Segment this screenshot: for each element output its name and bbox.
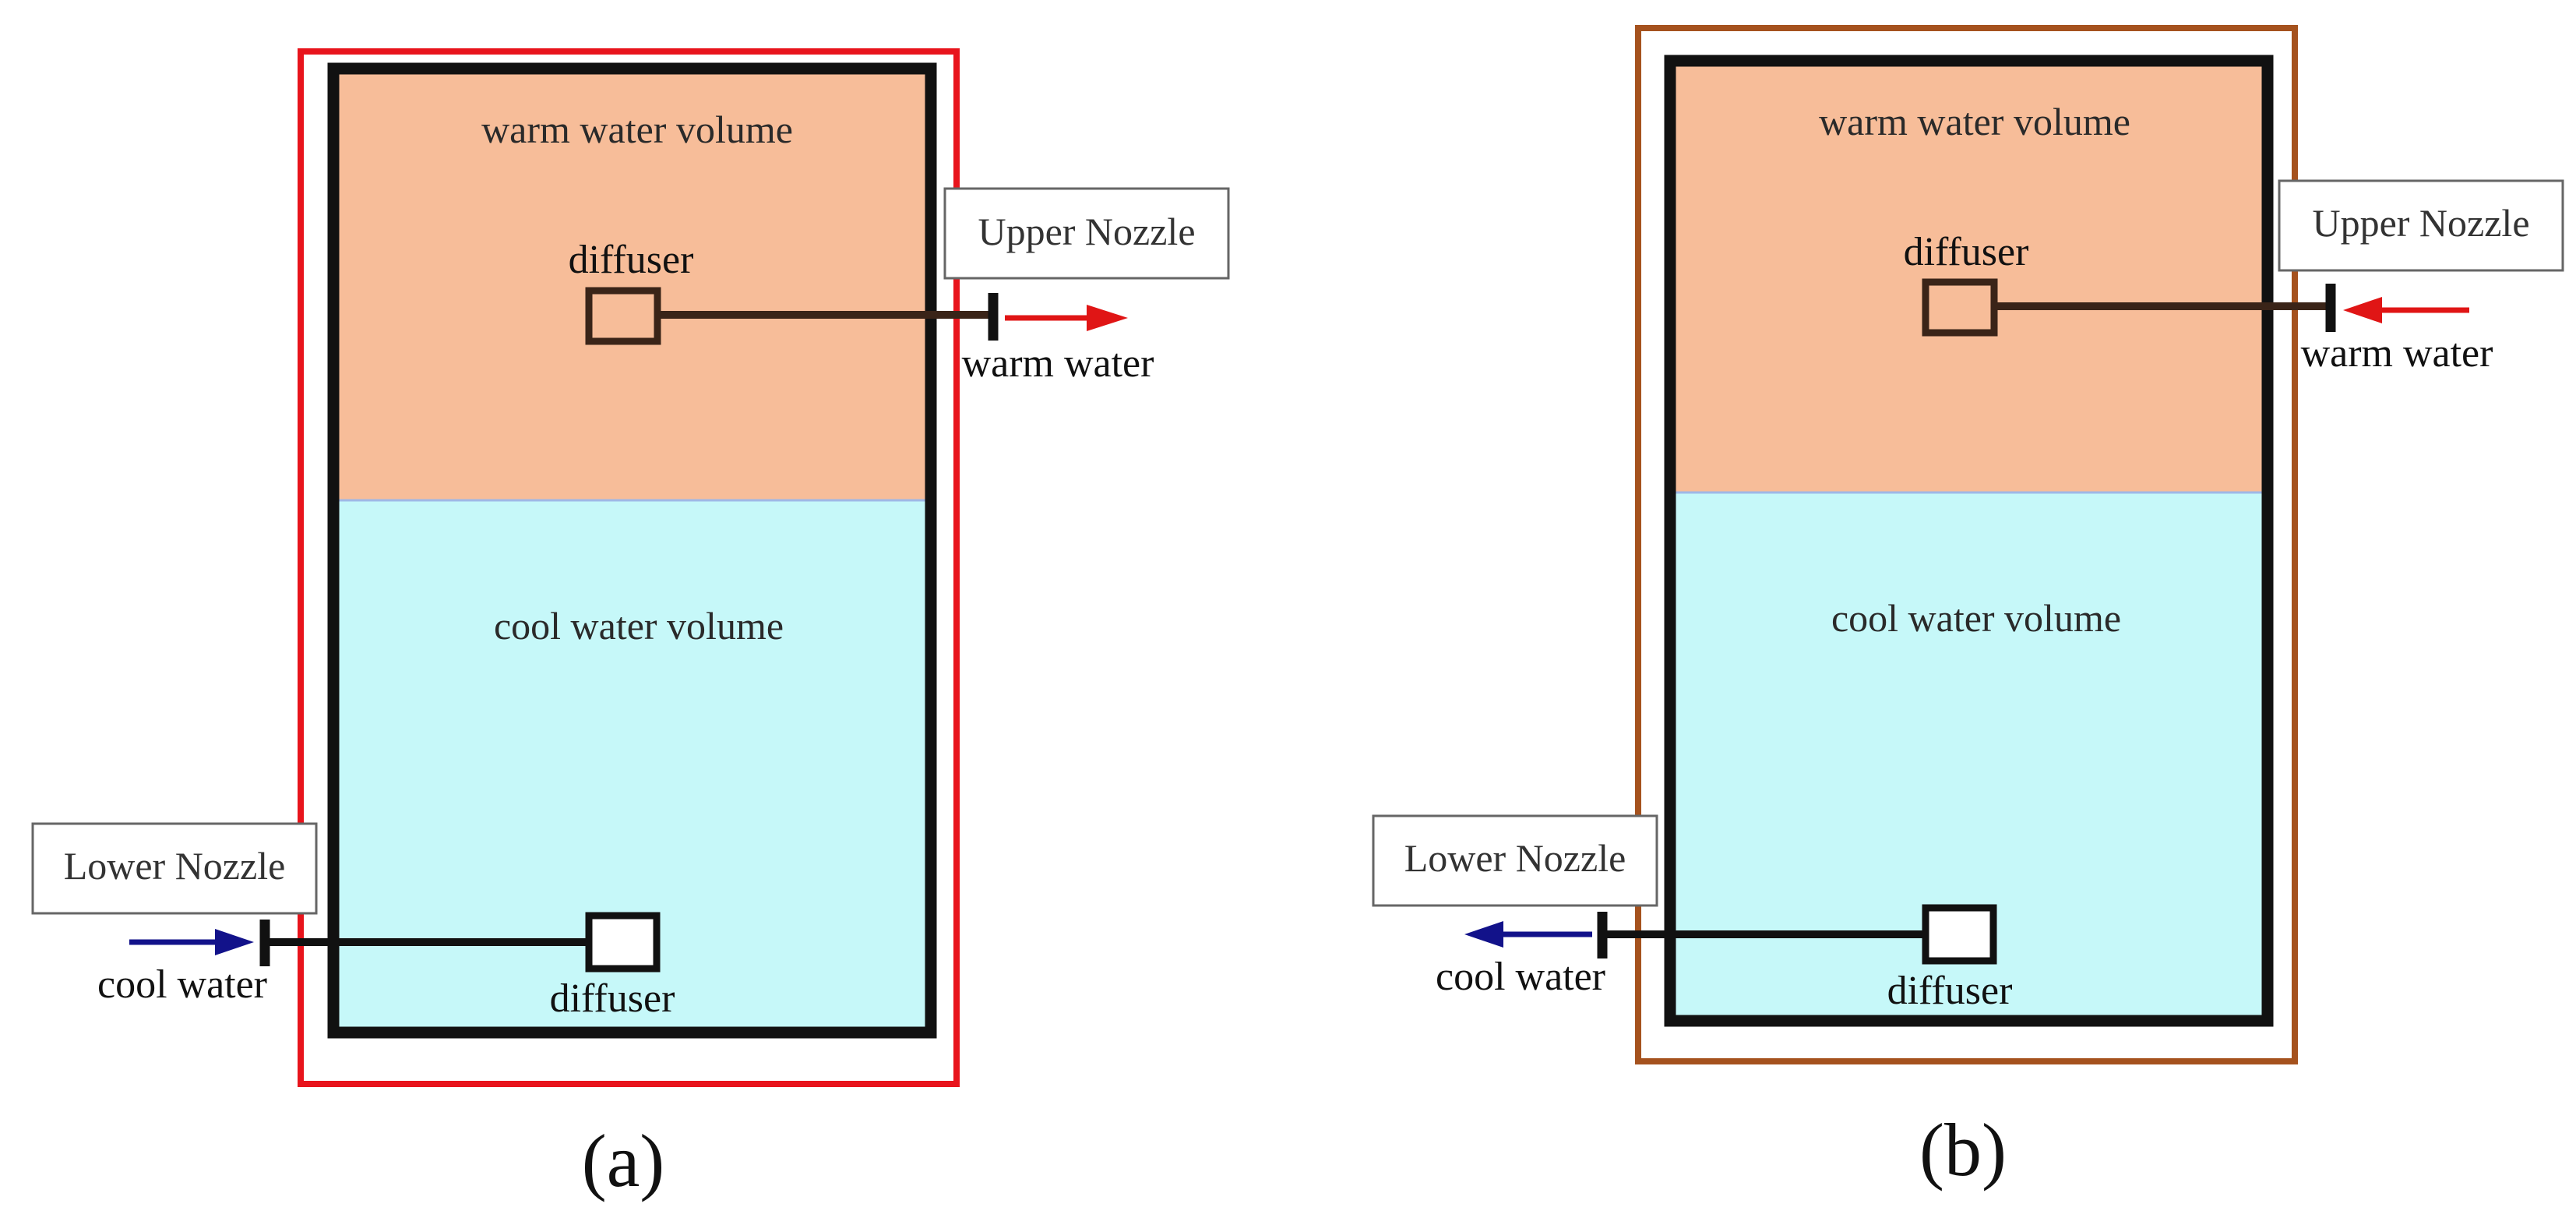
diagram-a-frame <box>298 48 960 1087</box>
caption-a: (a) <box>582 1119 665 1202</box>
lower-nozzle-box-a <box>31 822 318 915</box>
upper-diffuser-label-a: diffuser <box>569 238 694 282</box>
cool-water-label-b: cool water <box>1436 955 1605 999</box>
warm-water-outflow-arrow-icon-a <box>1087 305 1128 331</box>
cool-water-volume-label-a: cool water volume <box>494 604 784 648</box>
warm-water-volume-label-a: warm water volume <box>481 108 793 151</box>
cool-water-outflow-arrow-icon-b <box>1464 921 1503 948</box>
warm-water-label-b: warm water <box>2301 331 2493 376</box>
lower-diffuser-label-a: diffuser <box>550 976 675 1021</box>
diagram-b: warm water volume cool water volume diff… <box>1372 25 2564 1191</box>
caption-b: (b) <box>1919 1108 2007 1191</box>
upper-diffuser-label-b: diffuser <box>1904 230 2029 274</box>
diagram-a: warm water volume cool water volume diff… <box>31 48 1230 1202</box>
upper-nozzle-box-a <box>943 187 1230 280</box>
upper-nozzle-label-b: Upper Nozzle <box>2312 201 2529 245</box>
cool-water-inflow-arrow-icon-a <box>215 929 254 955</box>
lower-nozzle-label-a: Lower Nozzle <box>64 844 286 888</box>
cool-water-label-a: cool water <box>97 962 267 1007</box>
lower-diffuser-label-b: diffuser <box>1887 969 2013 1013</box>
tank-wall-b <box>1664 55 2274 1027</box>
upper-nozzle-box-b <box>2278 179 2564 272</box>
warm-water-volume-label-b: warm water volume <box>1819 100 2130 143</box>
lower-diffuser-b <box>1922 904 1997 965</box>
lower-diffuser-a <box>585 912 661 973</box>
warm-water-inflow-arrow-icon-b <box>2343 297 2382 323</box>
cool-water-volume-label-b: cool water volume <box>1831 596 2121 640</box>
upper-nozzle-label-a: Upper Nozzle <box>978 210 1195 253</box>
diagram-b-frame <box>1635 25 2298 1064</box>
warm-water-volume-a <box>333 70 929 500</box>
warm-water-label-a: warm water <box>962 341 1154 386</box>
warm-water-volume-b <box>1670 62 2265 492</box>
tank-wall-a <box>327 62 937 1039</box>
lower-nozzle-label-b: Lower Nozzle <box>1404 836 1626 880</box>
lower-nozzle-box-b <box>1372 814 1658 907</box>
